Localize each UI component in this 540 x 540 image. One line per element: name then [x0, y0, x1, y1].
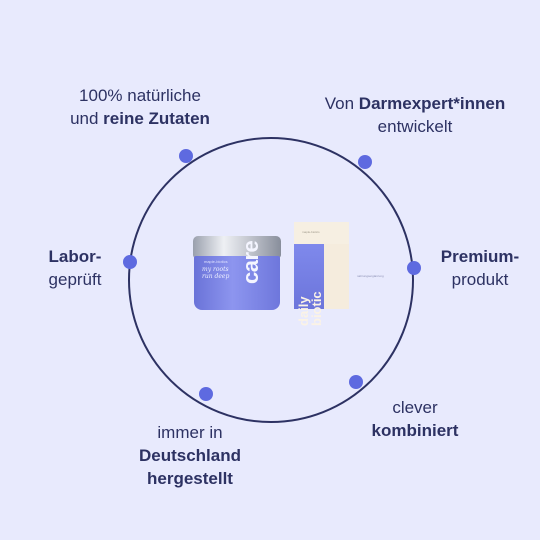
jar-tagline-1: my roots: [202, 266, 229, 273]
benefit-clever-line1: clever: [392, 398, 438, 417]
benefit-natural-line2: und reine Zutaten: [50, 107, 230, 130]
box-side-note: nahrungsergänzung: [357, 274, 384, 278]
benefit-darm-line1-bold: Darmexpert*innen: [358, 94, 506, 113]
ring-dot-germany: [199, 387, 213, 401]
box-top: maple-biotics: [294, 222, 349, 246]
jar-body: maple-biotics my roots run deep care: [194, 241, 280, 310]
box-word-2: biotic: [309, 291, 324, 326]
box-brand: maple-biotics: [302, 230, 320, 234]
box-side: nahrungsergänzung: [324, 244, 384, 309]
jar-lid: [193, 236, 281, 258]
benefit-germany-line3: hergestellt: [147, 469, 233, 488]
benefit-lab-tested: Labor- geprüft: [30, 245, 120, 291]
ring-dot-premium: [407, 261, 421, 275]
box-word: daily biotic: [296, 291, 324, 326]
benefit-darm-line1: Von Darmexpert*innen: [305, 92, 525, 115]
jar-tagline-2: run deep: [202, 273, 230, 280]
benefit-premium-line2: produkt: [451, 270, 509, 289]
benefit-labor-line2: geprüft: [48, 270, 102, 289]
benefit-premium-line1: Premium-: [440, 247, 520, 266]
benefit-darm-line1-prefix: Von: [324, 94, 359, 113]
benefit-germany-line2: Deutschland: [138, 446, 242, 465]
box-front: daily biotic: [294, 244, 324, 326]
benefit-made-in-germany: immer in Deutschland hergestellt: [120, 421, 260, 490]
benefit-clever-line2: kombiniert: [371, 421, 459, 440]
daily-biotic-box-image: maple-biotics daily biotic nahrungsergän…: [294, 222, 384, 326]
ring-circle: [128, 137, 414, 423]
benefit-darm-line2: entwickelt: [377, 117, 453, 136]
ring-dot-labor: [123, 255, 137, 269]
ring-dot-clever: [349, 375, 363, 389]
jar-word: care: [238, 240, 263, 284]
care-jar-image: maple-biotics my roots run deep care: [193, 236, 281, 310]
benefit-combined: clever kombiniert: [345, 396, 485, 442]
benefit-natural-ingredients: 100% natürliche und reine Zutaten: [50, 84, 230, 130]
benefit-natural-line2-prefix: und: [70, 109, 104, 128]
benefit-labor-line1: Labor-: [48, 247, 102, 266]
ring-dot-darm: [358, 155, 372, 169]
benefit-natural-line2-bold: reine Zutaten: [103, 109, 210, 128]
jar-tagline: my roots run deep: [202, 266, 229, 280]
benefit-gut-experts: Von Darmexpert*innen entwickelt: [305, 92, 525, 138]
ring-dot-natural: [179, 149, 193, 163]
benefit-germany-line1: immer in: [157, 423, 223, 442]
benefit-natural-line1: 100% natürliche: [79, 86, 201, 105]
jar-brand: maple-biotics: [204, 259, 228, 264]
benefit-premium: Premium- produkt: [425, 245, 535, 291]
